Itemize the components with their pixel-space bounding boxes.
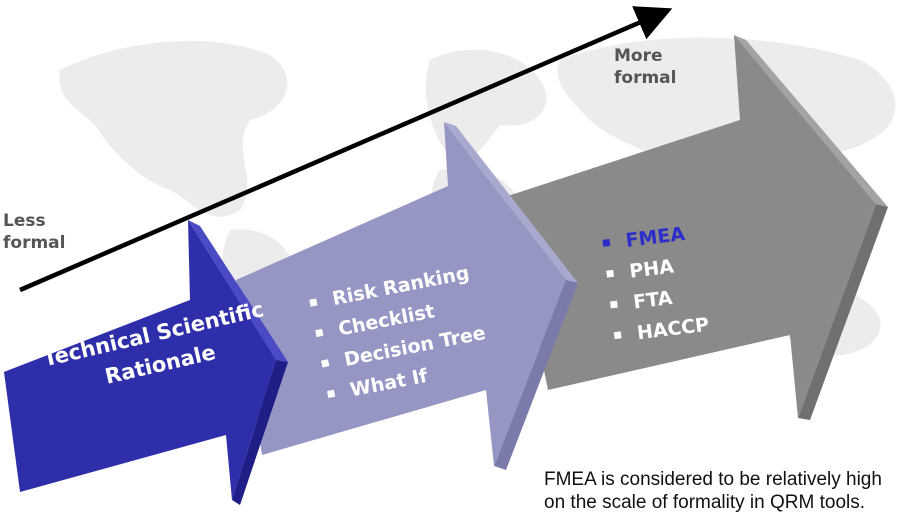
less-formal-label-line-1: Less — [3, 211, 46, 231]
arrow-informal-tools — [236, 122, 578, 470]
bullet-square-icon — [315, 328, 324, 338]
arrow-formal-tools — [508, 35, 888, 420]
note-line-2: on the scale of formality in QRM tools. — [544, 492, 866, 513]
arrow-technical-rationale — [4, 220, 288, 505]
bullet-square-icon — [606, 269, 615, 278]
bullet-square-icon — [602, 239, 611, 247]
bullet-square-icon — [309, 298, 318, 307]
formal-tools-list: FMEA PHA FTA HACCP — [601, 216, 711, 351]
less-formal-label-line-2: formal — [3, 233, 66, 253]
bullet-square-icon — [327, 389, 336, 398]
list-item-label: FTA — [631, 286, 674, 314]
less-formal-label: Less formal — [3, 210, 65, 254]
list-item-label: FMEA — [624, 222, 687, 252]
note-line-1: FMEA is considered to be relatively high — [544, 469, 882, 490]
more-formal-label: More formal — [614, 45, 676, 89]
list-item-label: HACCP — [635, 313, 711, 344]
formality-note: FMEA is considered to be relatively high… — [544, 468, 882, 514]
bullet-square-icon — [321, 359, 330, 368]
formality-trend-arrow — [19, 6, 673, 293]
more-formal-label-line-2: formal — [614, 68, 677, 88]
bullet-square-icon — [610, 300, 618, 309]
bullet-square-icon — [613, 331, 622, 340]
more-formal-label-line-1: More — [614, 46, 663, 66]
list-item-label: PHA — [628, 255, 676, 283]
